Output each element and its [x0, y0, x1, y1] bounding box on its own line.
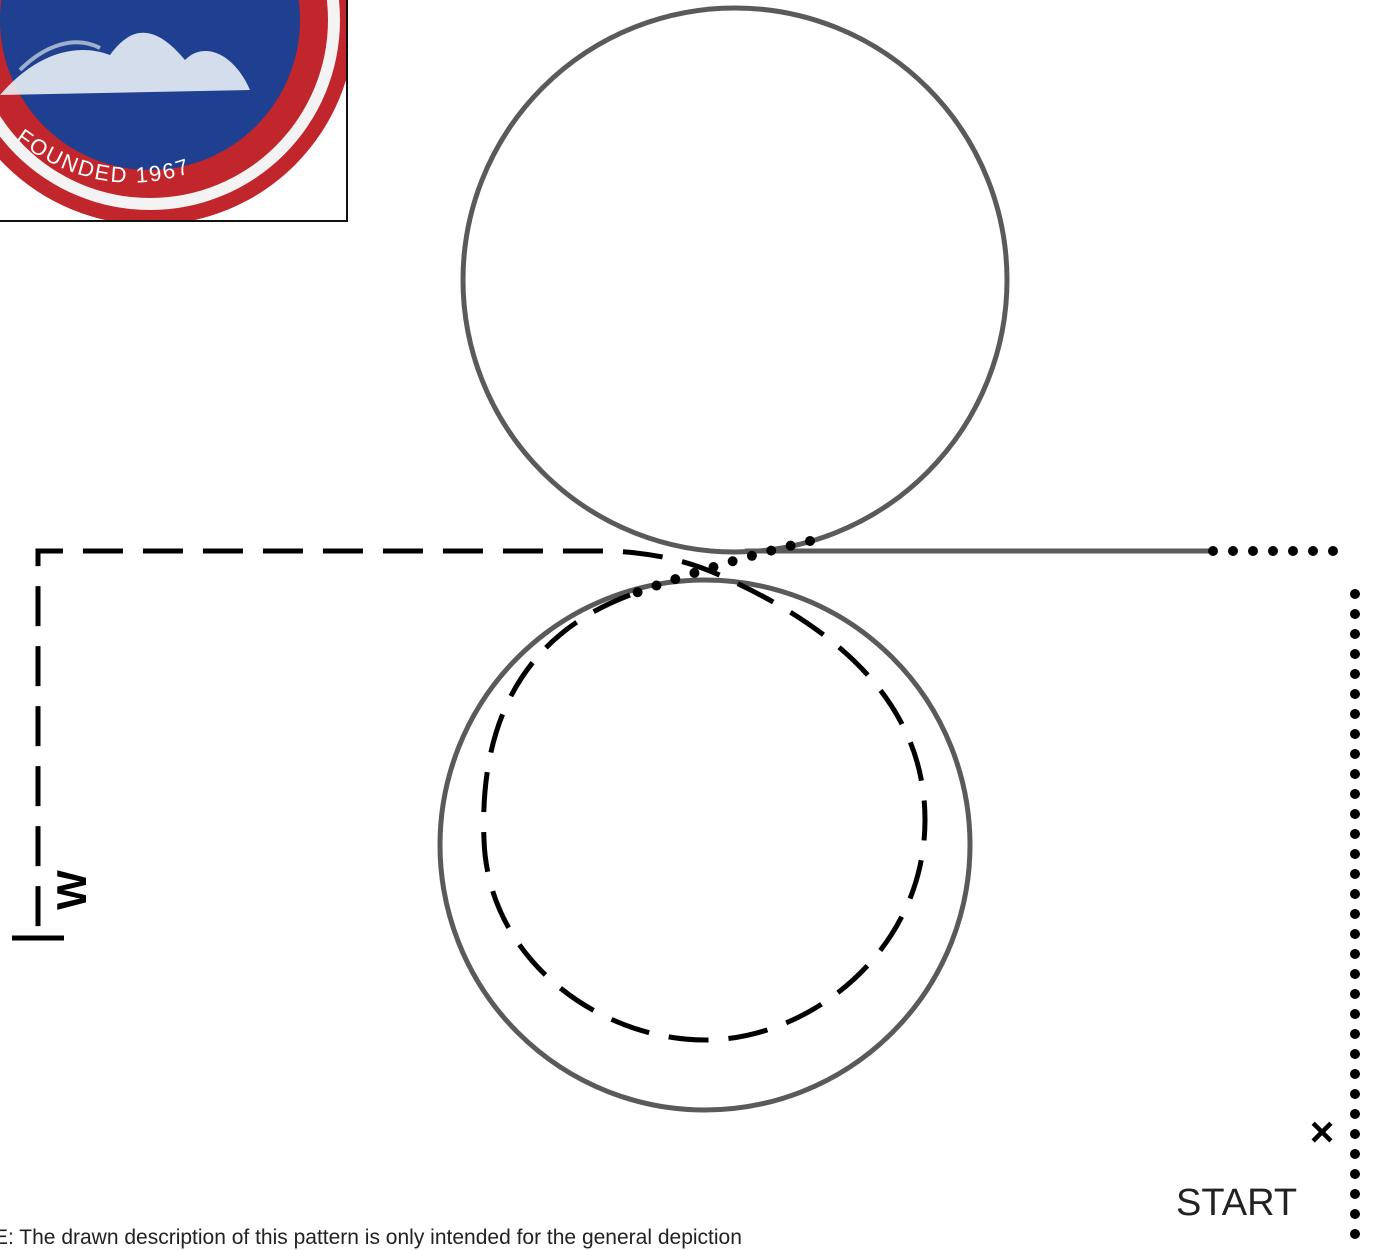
disclaimer-note: E: The drawn description of this pattern…	[0, 1226, 742, 1250]
start-mark: ×	[1310, 1108, 1335, 1155]
end-label: W	[48, 870, 95, 910]
lower-circle-outline	[440, 580, 970, 1110]
start-label: START	[1176, 1182, 1297, 1225]
upper-circle-outline	[463, 8, 1007, 552]
dashed-path	[38, 551, 925, 1040]
